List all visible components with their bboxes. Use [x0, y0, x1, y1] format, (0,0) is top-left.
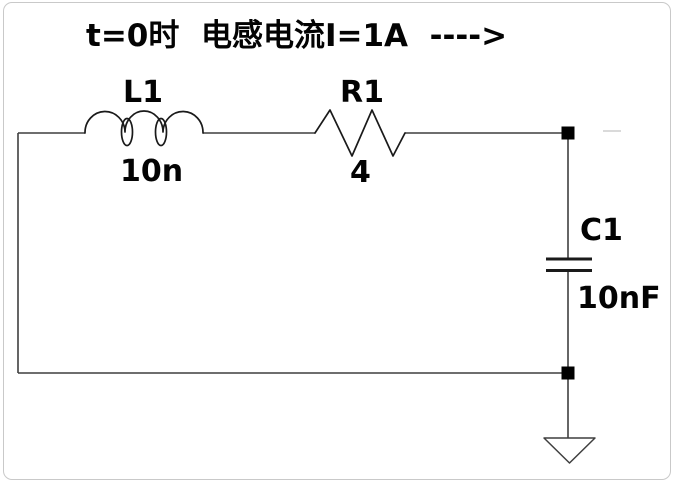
inductor-label: L1: [123, 75, 163, 110]
junction-node-bottom: [561, 366, 575, 380]
resistor-symbol: [314, 109, 406, 157]
junction-node-top: [561, 126, 575, 140]
ground-icon: [543, 437, 596, 464]
capacitor-value: 10nF: [577, 281, 661, 316]
capacitor-label: C1: [580, 213, 623, 248]
inductor-symbol: [84, 110, 204, 147]
inductor-loop-1: [120, 117, 134, 147]
resistor-value: 4: [350, 155, 371, 190]
inductor-value: 10n: [120, 154, 184, 189]
resistor-label: R1: [340, 75, 384, 110]
annotation-title: t=0时 电感电流I=1A ---->: [86, 18, 508, 54]
inductor-loop-2: [154, 117, 168, 147]
capacitor-symbol: [546, 257, 592, 272]
inductor-coils: [84, 110, 204, 134]
